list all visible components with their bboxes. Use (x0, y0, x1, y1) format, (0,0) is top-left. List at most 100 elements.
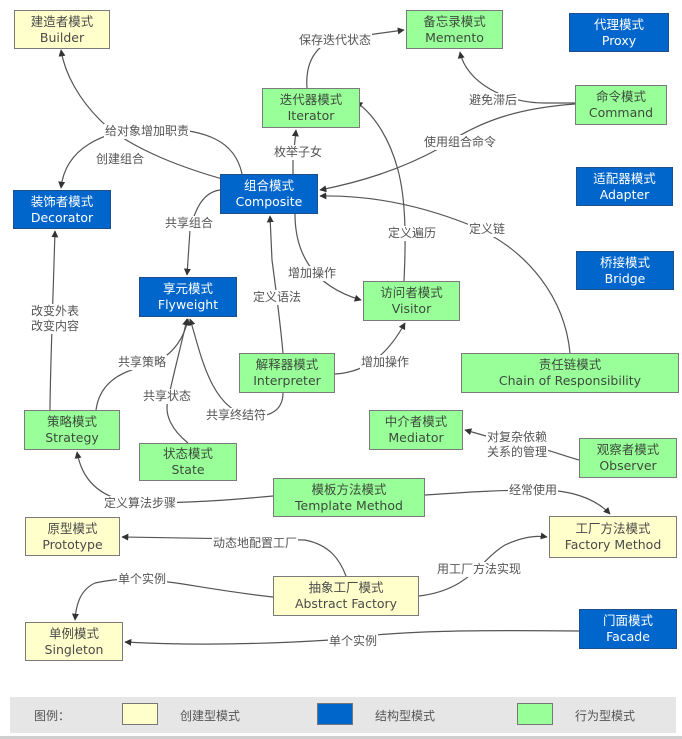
pattern-name-en: Mediator (388, 430, 444, 445)
pattern-name-en: Strategy (45, 430, 99, 445)
pattern-name-en: Builder (39, 29, 85, 45)
edge-label: 创建组合 (95, 152, 146, 167)
edge-interpreter-to-composite (266, 215, 284, 354)
edge-label: 增加操作 (287, 266, 338, 281)
edge-label: 使用组合命令 (423, 135, 498, 150)
edge-label: 对复杂依赖 关系的管理 (486, 430, 549, 460)
pattern-name-zh: 访问者模式 (380, 285, 443, 300)
edge-chain-to-composite (319, 192, 571, 354)
pattern-name-zh: 原型模式 (47, 520, 98, 536)
pattern-name-en: Decorator (30, 209, 94, 225)
pattern-name-en: Interpreter (253, 373, 321, 388)
pattern-name-zh: 策略模式 (46, 414, 97, 429)
pattern-name-en: Composite (235, 194, 303, 209)
edge-label: 定义语法 (252, 290, 303, 305)
edge-composite-to-visitor (294, 213, 362, 302)
bottom-divider (0, 736, 682, 739)
edge-abstract_factory-to-factory_method (418, 532, 548, 597)
edge-visitor-to-iterator (355, 101, 406, 282)
edge-label: 给对象增加职责 (104, 124, 191, 139)
legend-swatch-creational (122, 703, 158, 725)
pattern-name-en: Iterator (287, 108, 335, 123)
edge-strategy-to-decorator (49, 230, 59, 411)
pattern-name-zh: 责任链模式 (538, 357, 602, 372)
legend-swatch-structural (317, 703, 353, 725)
legend-swatch-behavioral (517, 703, 553, 725)
pattern-name-zh: 中介者模式 (384, 414, 448, 429)
edge-abstract_factory-to-singleton (71, 578, 274, 621)
edge-composite-to-builder (58, 49, 227, 181)
edge-label: 枚举子女 (273, 145, 324, 160)
pattern-name-zh: 适配器模式 (593, 170, 656, 186)
pattern-name-zh: 解释器模式 (255, 357, 319, 372)
edge-command-to-memento (457, 51, 575, 104)
edge-label: 共享组合 (164, 216, 215, 231)
pattern-name-zh: 组合模式 (243, 178, 294, 193)
edge-label: 增加操作 (360, 355, 411, 370)
edge-composite-to-flyweight (183, 189, 221, 276)
legend-label-behavioral: 行为型模式 (575, 709, 636, 723)
edge-composite-to-iterator (291, 129, 299, 174)
pattern-name-zh: 代理模式 (593, 16, 644, 32)
pattern-name-en: Observer (599, 458, 657, 473)
pattern-name-zh: 备忘录模式 (423, 13, 486, 29)
pattern-name-zh: 桥接模式 (599, 254, 650, 270)
pattern-name-en: Adapter (599, 186, 650, 202)
edge-label: 动态地配置工厂 (212, 536, 299, 551)
pattern-name-zh: 迭代器模式 (279, 92, 343, 107)
edge-label: 用工厂方法实现 (436, 562, 523, 577)
pattern-name-zh: 建造者模式 (30, 13, 94, 29)
pattern-name-en: Chain of Responsibility (498, 373, 642, 388)
edge-label: 单个实例 (117, 572, 168, 587)
pattern-name-zh: 抽象工厂模式 (308, 580, 384, 595)
legend-label-creational: 创建型模式 (180, 709, 241, 723)
pattern-name-zh: 享元模式 (162, 281, 213, 296)
pattern-name-zh: 门面模式 (602, 613, 653, 628)
pattern-name-en: Memento (425, 29, 484, 45)
edge-label: 定义遍历 (387, 226, 438, 241)
pattern-name-en: Visitor (391, 301, 432, 316)
edge-label: 共享状态 (142, 389, 193, 404)
pattern-name-en: Flyweight (157, 297, 219, 312)
legend: 图例： 创建型模式 结构型模式 行为型模式 (10, 697, 676, 733)
edge-abstract_factory-to-prototype (121, 533, 347, 577)
pattern-name-zh: 模板方法模式 (311, 481, 387, 497)
legend-label-structural: 结构型模式 (375, 709, 436, 723)
pattern-name-en: Template Method (295, 497, 403, 513)
edge-state-to-flyweight (166, 318, 190, 444)
pattern-name-en: Command (588, 105, 654, 120)
pattern-name-zh: 观察者模式 (596, 442, 660, 457)
legend-title: 图例： (34, 709, 71, 723)
pattern-name-en: State (171, 462, 205, 477)
edge-label: 共享终结符 (205, 408, 268, 423)
pattern-name-zh: 状态模式 (162, 446, 213, 461)
edge-label: 避免滞后 (468, 93, 519, 108)
pattern-name-en: Prototype (42, 536, 103, 552)
edge-label: 定义链 (468, 222, 507, 237)
pattern-name-zh: 命令模式 (595, 89, 646, 104)
pattern-name-zh: 装饰者模式 (30, 193, 94, 209)
